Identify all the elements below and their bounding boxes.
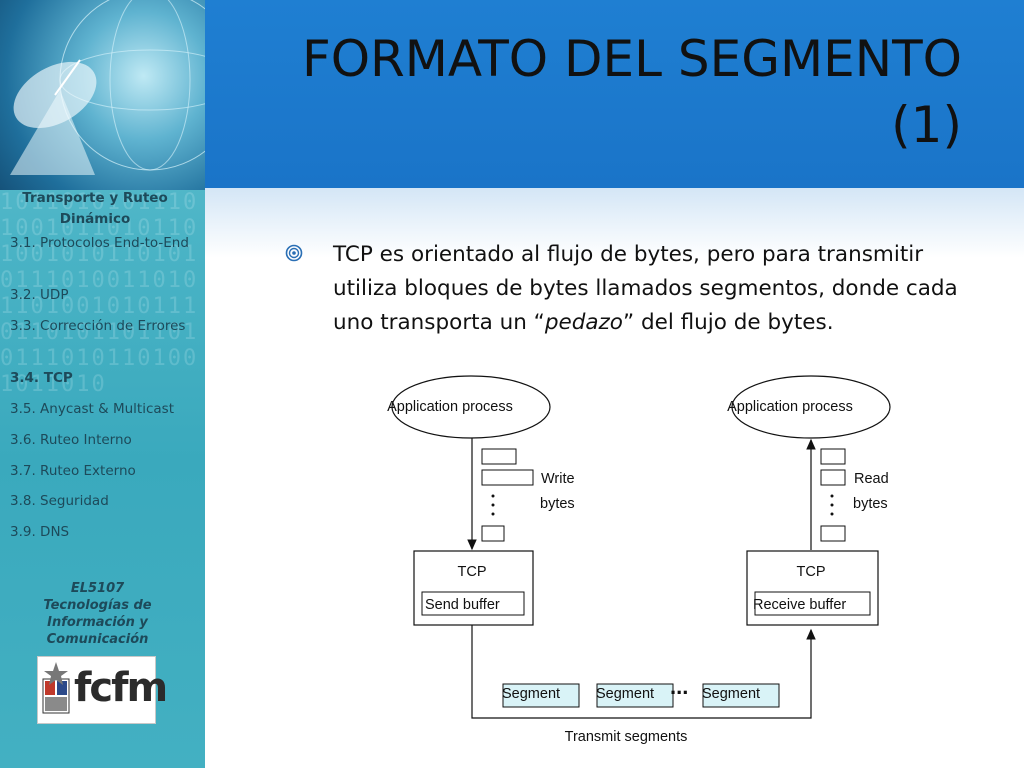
bullet-text-italic: pedazo bbox=[544, 310, 623, 335]
sidebar: 1011010101110100101101011010010101101010… bbox=[0, 0, 205, 768]
bullet-text-end: ” del flujo de bytes. bbox=[622, 310, 834, 335]
section-title: Transporte y Ruteo Dinámico bbox=[22, 190, 168, 227]
send-buffer-box bbox=[421, 591, 525, 616]
page-title: FORMATO DEL SEGMENTO (1) bbox=[262, 26, 962, 158]
left-tcp-label: TCP bbox=[458, 564, 487, 580]
page-title-line2: (1) bbox=[891, 96, 962, 154]
read-dot bbox=[830, 494, 834, 498]
segment-label: Segment bbox=[502, 686, 560, 702]
read-byte-box bbox=[820, 469, 846, 486]
left-tcp-box bbox=[413, 550, 534, 626]
sidebar-item-dns[interactable]: 3.9. DNS bbox=[10, 524, 70, 540]
globe-satellite-image bbox=[0, 0, 205, 190]
sidebar-item-protocolos[interactable]: 3.1. Protocolos End-to-End bbox=[10, 235, 189, 251]
course-info: EL5107 Tecnologías de Información y Comu… bbox=[10, 580, 185, 648]
write-label: Write bbox=[541, 471, 575, 487]
segment-box bbox=[502, 683, 580, 708]
receive-buffer-box bbox=[754, 591, 871, 616]
receive-buffer-label: Receive buffer bbox=[753, 597, 846, 613]
segment-box bbox=[596, 683, 674, 708]
right-application-ellipse bbox=[731, 375, 891, 439]
read-dot bbox=[830, 503, 834, 507]
sidebar-item-seguridad[interactable]: 3.8. Seguridad bbox=[10, 493, 109, 509]
course-name-line3: Comunicación bbox=[46, 632, 149, 647]
course-name-line2: Información y bbox=[47, 615, 148, 630]
course-name-line1: Tecnologías de bbox=[43, 598, 152, 613]
course-code: EL5107 bbox=[70, 581, 125, 596]
left-application-ellipse bbox=[391, 375, 551, 439]
bullet-text-start: TCP es orientado al flujo de bytes, pero… bbox=[333, 242, 958, 335]
page-title-line1: FORMATO DEL SEGMENTO bbox=[301, 30, 962, 88]
title-banner bbox=[205, 0, 1024, 188]
transmit-path bbox=[471, 625, 816, 719]
logo-text: fcfm bbox=[74, 665, 168, 711]
right-application-label: Application process bbox=[727, 399, 853, 415]
send-buffer-label: Send buffer bbox=[425, 597, 500, 613]
university-crest-icon bbox=[42, 662, 70, 714]
write-dot bbox=[491, 494, 495, 498]
globe-image-icon bbox=[10, 0, 205, 175]
sidebar-item-tcp[interactable]: 3.4. TCP bbox=[10, 370, 73, 386]
sidebar-item-correccion[interactable]: 3.3. Corrección de Errores bbox=[10, 318, 186, 334]
segment-ellipsis: ... bbox=[670, 674, 688, 699]
sidebar-item-ruteo-externo[interactable]: 3.7. Ruteo Externo bbox=[10, 463, 136, 479]
bullet-paragraph: TCP es orientado al flujo de bytes, pero… bbox=[333, 238, 983, 340]
write-byte-box bbox=[481, 448, 517, 465]
segment-box bbox=[702, 683, 780, 708]
segment-label: Segment bbox=[596, 686, 654, 702]
write-bytes-label: bytes bbox=[540, 496, 575, 512]
sidebar-item-anycast[interactable]: 3.5. Anycast & Multicast bbox=[10, 401, 174, 417]
write-dot bbox=[491, 512, 495, 516]
read-dot bbox=[830, 512, 834, 516]
write-byte-box bbox=[481, 525, 505, 542]
title-banner-fade bbox=[205, 188, 1024, 258]
read-label: Read bbox=[854, 471, 889, 487]
read-bytes-label: bytes bbox=[853, 496, 888, 512]
bullet-icon bbox=[285, 244, 305, 264]
sidebar-item-udp[interactable]: 3.2. UDP bbox=[10, 287, 69, 303]
write-byte-box bbox=[481, 469, 534, 486]
transmit-segments-label: Transmit segments bbox=[565, 729, 688, 745]
fcfm-logo: fcfm bbox=[37, 656, 168, 724]
right-tcp-box bbox=[746, 550, 879, 626]
left-application-label: Application process bbox=[387, 399, 513, 415]
read-byte-box bbox=[820, 525, 846, 542]
read-byte-box bbox=[820, 448, 846, 465]
write-dot bbox=[491, 503, 495, 507]
right-tcp-label: TCP bbox=[797, 564, 826, 580]
segment-label: Segment bbox=[702, 686, 760, 702]
sidebar-item-ruteo-interno[interactable]: 3.6. Ruteo Interno bbox=[10, 432, 132, 448]
